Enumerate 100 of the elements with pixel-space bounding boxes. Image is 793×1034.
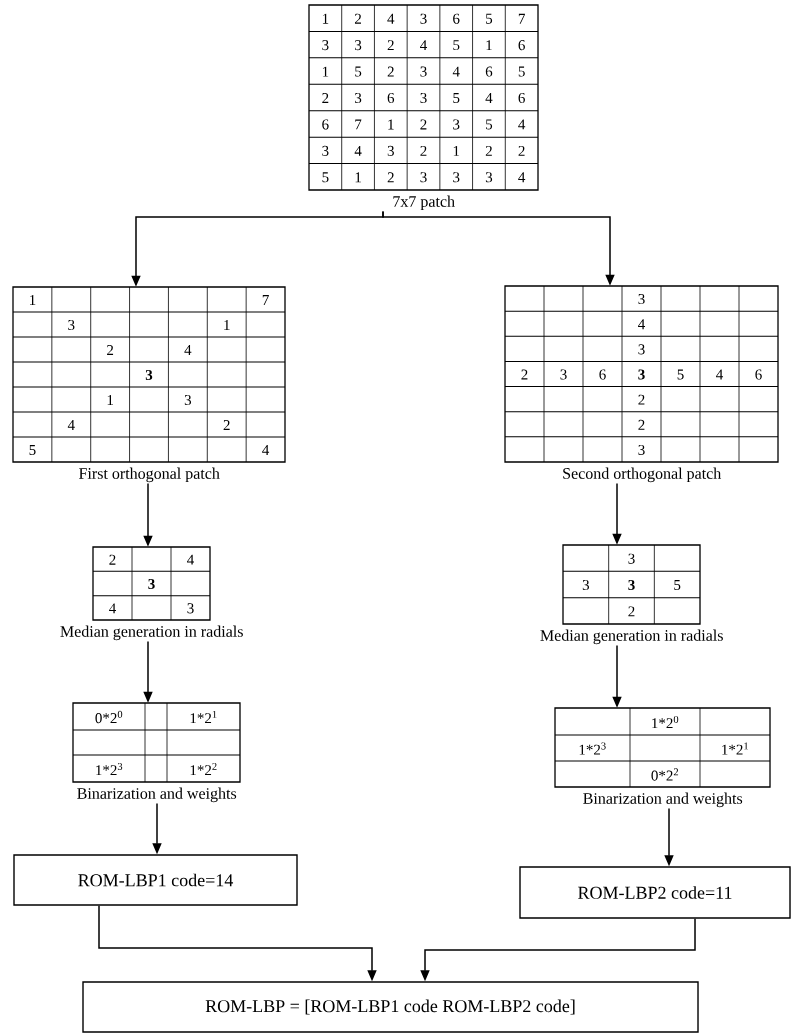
- cell-number: 3: [638, 369, 645, 380]
- cell-number: 4: [67, 420, 75, 430]
- cell-number: 3: [638, 344, 645, 355]
- cell-number: 2: [638, 419, 645, 430]
- cell-number: 6: [453, 13, 460, 24]
- cell-number: 6: [755, 369, 762, 380]
- cell-number: 4: [262, 445, 270, 455]
- cell-number: 2: [387, 40, 394, 51]
- cell-number: 1*2$^{2}$: [190, 762, 217, 776]
- cell-number: 3: [68, 319, 75, 331]
- cell-number: 1: [453, 145, 460, 156]
- cell-number: 2: [638, 394, 645, 405]
- cell-number: 4: [518, 172, 526, 183]
- cell-number: 7: [355, 119, 362, 130]
- cell-number: 3: [184, 394, 192, 406]
- node-label: Median generation in radials: [60, 625, 243, 641]
- cell-number: 6: [518, 40, 525, 51]
- process-box: ROM-LBP2 code=11: [519, 866, 791, 919]
- cell-number: 4: [485, 93, 493, 103]
- cell-number: 3: [355, 92, 362, 104]
- cell-number: 5: [677, 369, 684, 380]
- cell-number: 3: [628, 579, 635, 591]
- cell-number: 6: [485, 66, 493, 77]
- cell-number: 1*2$^{3}$: [96, 762, 123, 776]
- cell-number: 2: [420, 119, 427, 130]
- cell-number: 4: [716, 369, 723, 380]
- cell-number: 1: [486, 40, 492, 51]
- cell-number: 3: [628, 553, 635, 564]
- cell-number: 2: [628, 606, 635, 617]
- node-label: First orthogonal patch: [79, 467, 220, 483]
- cell-number: 1*2$^{1}$: [190, 710, 217, 724]
- cell-number: 3: [582, 579, 589, 591]
- cell-number: 4: [109, 603, 116, 614]
- cell-number: 2: [518, 145, 525, 156]
- cell-number: 5: [355, 66, 362, 77]
- cell-number: 3: [453, 172, 460, 183]
- cell-number: 3: [387, 145, 394, 156]
- cell-number: 3: [420, 92, 427, 104]
- cell-number: 7: [262, 295, 269, 305]
- cell-number: 2: [485, 145, 492, 156]
- cell-number: 5: [486, 119, 493, 130]
- cell-number: 1: [322, 13, 329, 24]
- cell-number: 3: [638, 294, 645, 305]
- node-label: Binarization and weights: [77, 787, 237, 803]
- process-box: ROM-LBP1 code=14: [13, 854, 298, 906]
- cell-number: 1*2$^{3}$: [579, 742, 606, 755]
- cell-number: 3: [420, 13, 427, 24]
- cell-number: 3: [638, 444, 645, 455]
- cell-number: 0*2$^{2}$: [651, 768, 679, 781]
- cell-number: 5: [674, 580, 681, 590]
- cell-number: 1: [388, 119, 394, 130]
- cell-number: 2: [223, 420, 230, 430]
- cell-number: 5: [29, 445, 36, 455]
- cell-number: 1*2$^{1}$: [722, 742, 748, 755]
- cell-number: 4: [184, 345, 192, 355]
- cell-number: 2: [521, 369, 528, 380]
- cell-number: 3: [453, 119, 460, 130]
- cell-number: 4: [387, 13, 395, 24]
- cell-number: 5: [453, 40, 460, 51]
- cell-number: 2: [420, 145, 427, 156]
- cell-number: 6: [518, 92, 525, 104]
- cell-number: 2: [322, 93, 329, 103]
- cell-number: 1*2$^{0}$: [652, 715, 679, 729]
- node-label: 7x7 patch: [393, 195, 455, 211]
- cell-number: 3: [187, 603, 194, 614]
- cell-number: 2: [107, 345, 114, 355]
- cell-number: 1: [107, 395, 113, 405]
- cell-number: 7: [518, 13, 525, 24]
- cell-number: 1: [30, 295, 36, 305]
- process-box: ROM-LBP = [ROM-LBP1 code ROM-LBP2 code]: [82, 981, 699, 1033]
- cell-number: 2: [387, 66, 394, 77]
- cell-number: 2: [355, 13, 361, 24]
- cell-number: 4: [354, 145, 362, 156]
- cell-number: 6: [322, 119, 329, 130]
- cell-number: 3: [355, 40, 362, 51]
- cell-number: 3: [485, 172, 493, 183]
- cell-number: 4: [452, 66, 460, 77]
- cell-number: 3: [420, 172, 427, 183]
- cell-number: 4: [638, 319, 645, 330]
- cell-number: 6: [387, 92, 395, 104]
- cell-number: 0*2$^{0}$: [95, 710, 123, 724]
- cell-number: 3: [420, 66, 427, 77]
- cell-number: 1: [224, 320, 230, 330]
- cell-number: 5: [322, 172, 329, 183]
- cell-number: 5: [486, 13, 493, 24]
- cell-number: 5: [453, 93, 460, 103]
- cell-number: 3: [145, 369, 153, 381]
- cell-number: 3: [322, 40, 329, 51]
- cell-number: 3: [148, 578, 155, 590]
- cell-number: 5: [518, 66, 525, 77]
- node-label: Second orthogonal patch: [563, 467, 722, 483]
- cell-number: 1: [322, 66, 329, 77]
- cell-number: 4: [518, 119, 526, 130]
- node-label: Binarization and weights: [583, 792, 743, 808]
- cell-number: 1: [355, 172, 361, 183]
- cell-number: 2: [109, 554, 116, 565]
- node-label: Median generation in radials: [540, 629, 723, 645]
- cell-number: 3: [322, 145, 329, 156]
- cell-number: 3: [560, 369, 567, 380]
- cell-number: 4: [420, 40, 427, 51]
